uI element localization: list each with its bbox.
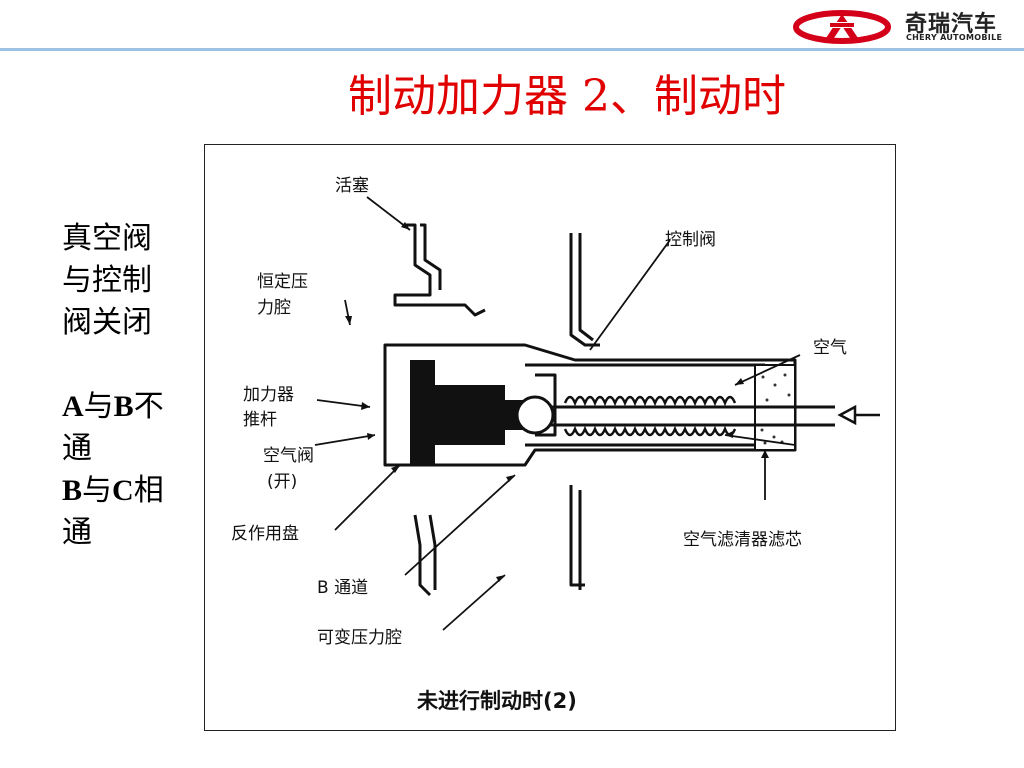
label-constant-chamber-line1: 恒定压 — [257, 272, 308, 292]
diagram-caption: 未进行制动时(2) — [417, 689, 577, 713]
side-line: 与控制 — [62, 263, 152, 298]
label-constant-chamber-line2: 力腔 — [257, 298, 291, 318]
label-air-valve-state: (开) — [267, 472, 298, 492]
label-reaction-disc: 反作用盘 — [231, 524, 299, 544]
header-divider — [0, 48, 1024, 51]
state-line-bc: B与C相 — [62, 473, 164, 508]
side-line: 真空阀 — [62, 221, 152, 256]
diagram-drawing — [314, 196, 880, 631]
label-control-valve: 控制阀 — [665, 230, 716, 250]
side-description: 真空阀 与控制 阀关闭 A与B不 通 B与C相 通 — [62, 218, 202, 554]
state-line-ab: A与B不 — [62, 389, 164, 424]
state-line-bc-cont: 通 — [62, 515, 92, 550]
brand-name-cn: 奇瑞汽车 — [905, 12, 998, 37]
label-b-passage: B 通道 — [317, 578, 369, 598]
label-air: 空气 — [813, 338, 847, 358]
state-line-ab-cont: 通 — [62, 431, 92, 466]
label-piston: 活塞 — [335, 176, 369, 196]
label-filter: 空气滤清器滤芯 — [683, 530, 802, 550]
label-variable-chamber: 可变压力腔 — [317, 628, 402, 648]
label-air-valve: 空气阀 — [263, 446, 314, 466]
label-booster-rod-line1: 加力器 — [243, 385, 294, 405]
chery-logo — [793, 10, 891, 44]
label-booster-rod-line2: 推杆 — [243, 410, 277, 430]
brand-name-en: CHERY AUTOMOBILE — [906, 33, 1003, 42]
slide-title: 制动加力器 2、制动时 — [348, 71, 786, 122]
brake-booster-diagram: 活塞 控制阀 恒定压 力腔 空气 加力器 推杆 空气阀 (开) 反作用盘 空气滤… — [204, 144, 896, 731]
side-line: 阀关闭 — [62, 305, 152, 340]
